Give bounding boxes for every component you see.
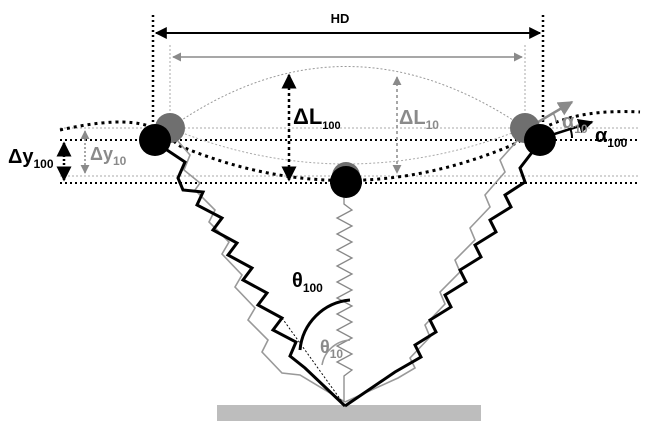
label-theta10: θ10 [320, 337, 343, 361]
zigzag-right [344, 141, 542, 408]
label-alpha100: α100 [595, 125, 628, 150]
zigzag-right-gray [344, 131, 526, 403]
curve-lower [59, 110, 641, 182]
node-right [524, 124, 556, 156]
theta10-arc [321, 339, 351, 366]
zigzag-left [154, 140, 347, 408]
label-theta100: θ100 [292, 270, 323, 295]
alpha100-arc [569, 127, 574, 139]
label-dy10: Δy10 [90, 144, 127, 168]
curve-lower-gray [169, 127, 526, 165]
theta100-arc [298, 298, 351, 351]
label-dy100: Δy100 [8, 146, 54, 171]
label-hd: HD [331, 11, 350, 26]
zigzag-left-gray [169, 131, 346, 403]
label-dl10: ΔL10 [399, 107, 439, 132]
central-spring [335, 192, 354, 402]
curve-upper [169, 66, 526, 129]
label-dl100: ΔL100 [293, 104, 341, 132]
node-left [139, 124, 171, 156]
label-alpha10: α10 [562, 111, 588, 136]
alpha10-arc [552, 112, 557, 123]
theta-guide-left [281, 317, 344, 404]
ground-plate [217, 405, 481, 421]
node-center [330, 166, 362, 198]
